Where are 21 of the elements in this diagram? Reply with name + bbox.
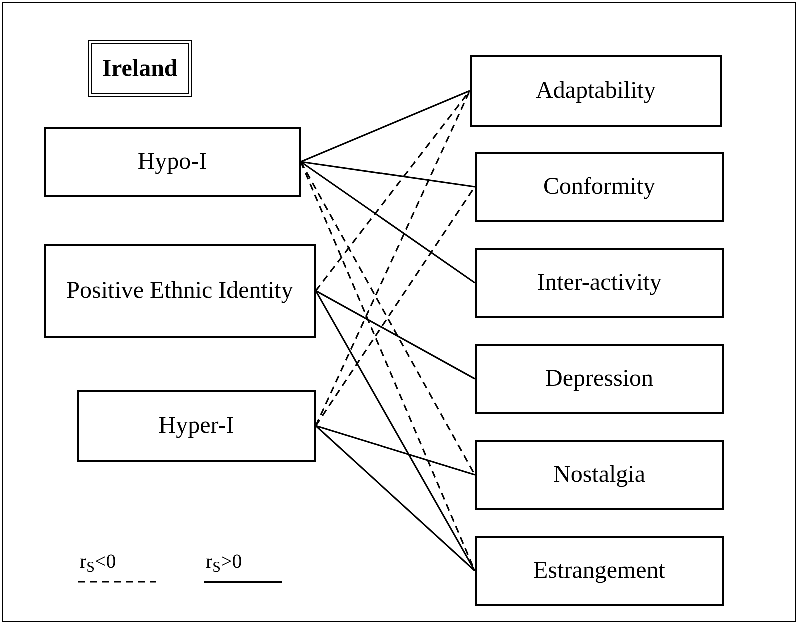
variable-box: Adaptability — [470, 55, 722, 127]
variable-box: Positive Ethnic Identity — [44, 244, 316, 338]
dashed-line — [300, 162, 476, 476]
legend-label: r$_{S}$>0 — [206, 551, 242, 573]
solid-line — [300, 90, 470, 163]
solid-line — [316, 425, 476, 476]
variable-box: Conformity — [475, 152, 724, 222]
legend-label: r$_{S}$<0 — [80, 551, 116, 573]
solid-line — [315, 290, 476, 572]
solid-line — [316, 290, 476, 380]
solid-line — [300, 161, 476, 284]
title-box: Ireland — [88, 40, 192, 97]
variable-box: Hypo-I — [44, 127, 301, 197]
solid-line — [315, 425, 476, 572]
dashed-line — [315, 90, 471, 426]
variable-box: Hyper-I — [77, 390, 316, 462]
variable-box: Inter-activity — [475, 248, 724, 318]
variable-box: Nostalgia — [475, 440, 724, 510]
variable-box: Depression — [475, 344, 724, 414]
variable-box: Estrangement — [475, 536, 724, 606]
solid-line — [300, 161, 476, 188]
